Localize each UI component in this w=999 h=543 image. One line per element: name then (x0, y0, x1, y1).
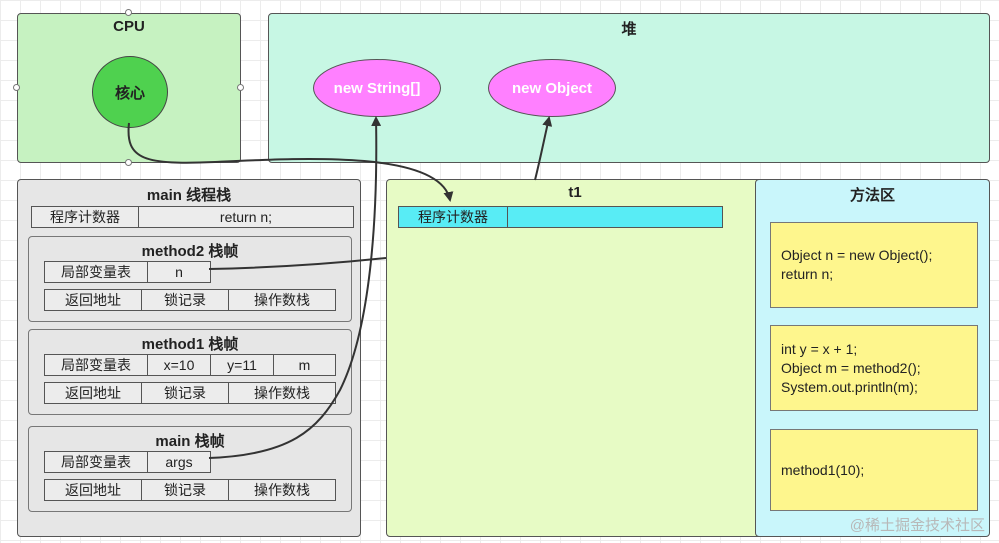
pc-value: return n; (138, 206, 354, 228)
heap-title: 堆 (621, 21, 637, 38)
watermark: @稀土掘金技术社区 (849, 517, 985, 534)
frame-title: main 栈帧 (155, 433, 225, 450)
main-stack-title: main 线程栈 (146, 187, 232, 204)
stack-frame-method2[interactable]: method2 栈帧 局部变量表 n 返回地址 锁记录 操作数栈 (28, 236, 352, 322)
method-area[interactable]: 方法区 Object n = new Object(); return n; i… (755, 179, 990, 537)
heap-object-string-array[interactable]: new String[] (313, 59, 441, 117)
frame-title: method1 栈帧 (141, 336, 239, 353)
operand-stack: 操作数栈 (228, 382, 336, 404)
lock-record: 锁记录 (141, 479, 229, 501)
line-n-to-t1 (208, 257, 387, 270)
resize-handle-top[interactable] (125, 9, 132, 16)
code-line: System.out.println(m); (781, 378, 918, 395)
t1-title: t1 (568, 184, 582, 201)
core-circle[interactable]: 核心 (92, 56, 168, 128)
arrow-core-to-t1 (127, 122, 454, 202)
code-line: return n; (781, 266, 834, 282)
main-thread-stack[interactable]: main 线程栈 程序计数器 return n; method2 栈帧 局部变量… (17, 179, 361, 537)
local-var-n: n (147, 261, 211, 283)
heap-object-label: new String[] (333, 79, 421, 97)
t1-pc-label: 程序计数器 (398, 206, 508, 228)
lock-record: 锁记录 (141, 289, 229, 311)
core-label: 核心 (114, 84, 145, 102)
arrow-args-to-string-array (208, 116, 382, 459)
frame-title: method2 栈帧 (141, 243, 239, 260)
locals-label: 局部变量表 (44, 451, 148, 473)
code-line: method1(10); (781, 461, 865, 478)
t1-thread-stack[interactable]: t1 程序计数器 (386, 179, 764, 537)
return-address: 返回地址 (44, 382, 142, 404)
code-note-method1[interactable]: int y = x + 1; Object m = method2(); Sys… (770, 325, 978, 411)
stack-frame-method1[interactable]: method1 栈帧 局部变量表 x=10 y=11 m 返回地址 锁记录 操作… (28, 329, 352, 415)
heap-object-object[interactable]: new Object (488, 59, 616, 117)
code-line: Object n = new Object(); (781, 247, 933, 263)
cpu-title: CPU (113, 18, 145, 35)
code-note-main[interactable]: method1(10); (770, 429, 978, 511)
resize-handle-left[interactable] (13, 84, 20, 91)
return-address: 返回地址 (44, 479, 142, 501)
locals-label: 局部变量表 (44, 354, 148, 376)
local-var-y: y=11 (210, 354, 274, 376)
operand-stack: 操作数栈 (228, 289, 336, 311)
code-line: int y = x + 1; (781, 340, 858, 357)
heap-object-label: new Object (511, 79, 593, 97)
t1-pc-value (507, 206, 723, 228)
resize-handle-bottom[interactable] (125, 159, 132, 166)
code-note-method2[interactable]: Object n = new Object(); return n; (770, 222, 978, 308)
operand-stack: 操作数栈 (228, 479, 336, 501)
stack-frame-main[interactable]: main 栈帧 局部变量表 args 返回地址 锁记录 操作数栈 (28, 426, 352, 512)
local-var-x: x=10 (147, 354, 211, 376)
heap-box[interactable]: 堆 new String[] new Object (268, 13, 990, 163)
code-line: Object m = method2(); (781, 359, 921, 376)
resize-handle-right[interactable] (237, 84, 244, 91)
local-var-m: m (273, 354, 336, 376)
method-area-title: 方法区 (849, 187, 895, 204)
lock-record: 锁记录 (141, 382, 229, 404)
arrow-t1-to-object (534, 116, 553, 181)
local-var-args: args (147, 451, 211, 473)
